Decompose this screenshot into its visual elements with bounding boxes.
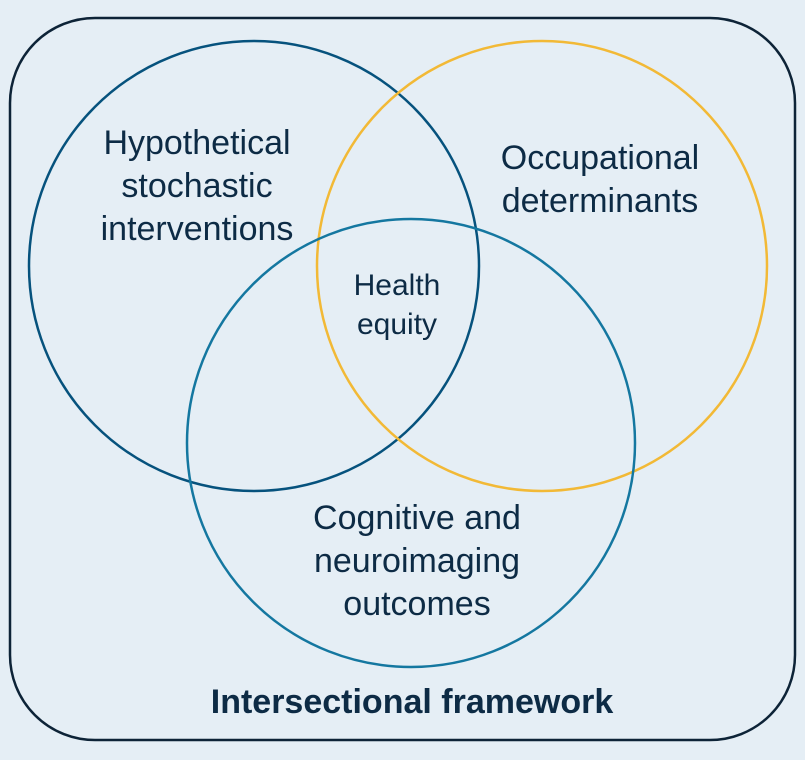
label-occupational-determinants: Occupational determinants — [470, 137, 730, 223]
label-hypothetical-stochastic-interventions: Hypothetical stochastic interventions — [72, 122, 322, 251]
circle-hypothetical — [27, 39, 481, 493]
label-cognitive-neuroimaging-outcomes: Cognitive and neuroimaging outcomes — [282, 497, 552, 626]
circle-occupational — [315, 39, 769, 493]
label-line: interventions — [100, 210, 294, 248]
framework-title: Intersectional framework — [210, 683, 614, 721]
label-line: neuroimaging — [313, 542, 521, 580]
label-line: Hypothetical — [103, 124, 291, 162]
label-health-equity: Health equity — [322, 266, 472, 344]
label-line: equity — [356, 308, 438, 341]
label-line: Health — [353, 269, 441, 302]
label-line: Occupational — [500, 139, 700, 177]
label-line: stochastic — [121, 167, 273, 205]
circle-cognitive — [185, 217, 637, 669]
framework-frame — [8, 16, 797, 742]
label-line: determinants — [501, 182, 699, 220]
label-line: outcomes — [343, 585, 491, 623]
label-line: Cognitive and — [313, 499, 521, 537]
